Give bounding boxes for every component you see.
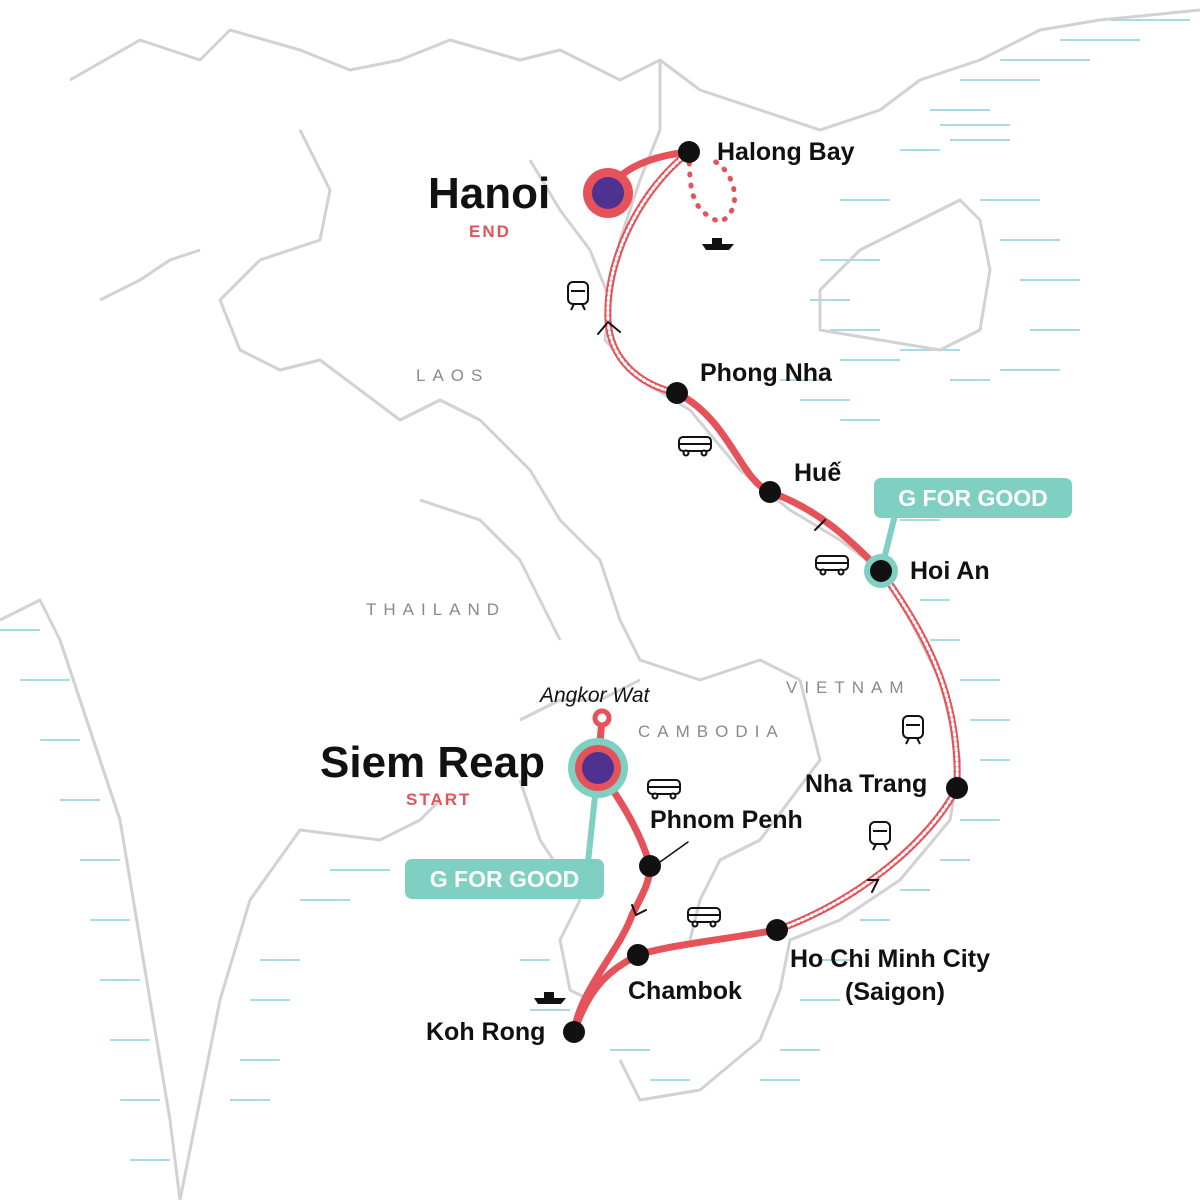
gforgood-badge-hoian: G FOR GOOD: [874, 478, 1072, 518]
siem-reap-start-tag: START: [406, 790, 472, 809]
hoian-marker: [870, 560, 892, 582]
bus-icon: [815, 555, 849, 576]
angkor-marker: [592, 708, 612, 728]
hanoi-end-tag: END: [469, 222, 511, 241]
angkor-label: Angkor Wat: [540, 684, 650, 707]
nhatrang-label: Nha Trang: [805, 770, 928, 798]
route-train-south: [773, 567, 961, 934]
hcmc-alt-label: (Saigon): [845, 978, 945, 1006]
train-icon: [567, 281, 589, 311]
route: [570, 148, 961, 1036]
train-icon: [902, 715, 924, 745]
boat-icon: [702, 238, 734, 250]
halong-marker: [678, 141, 700, 163]
kohrong-label: Koh Rong: [426, 1018, 546, 1046]
train-icon: [869, 821, 891, 851]
bus-icon: [678, 436, 712, 457]
phongnha-label: Phong Nha: [700, 359, 832, 387]
water-hatching: [0, 19, 1190, 1161]
country-vietnam: VIETNAM: [786, 678, 911, 697]
siemreap-marker: [582, 752, 614, 784]
hanoi-marker: [592, 177, 624, 209]
phnompenh-label: Phnom Penh: [650, 806, 803, 834]
hoian-label: Hoi An: [910, 557, 990, 585]
direction-arrows: [597, 320, 880, 917]
country-cambodia: CAMBODIA: [638, 722, 785, 741]
chambok-label: Chambok: [628, 977, 742, 1005]
gforgood-badge-siemreap: G FOR GOOD: [405, 859, 604, 899]
country-laos: LAOS: [416, 366, 490, 385]
country-thailand: THAILAND: [366, 600, 507, 619]
transport-icons: [534, 238, 924, 1004]
bus-icon: [687, 907, 721, 928]
kohrong-marker: [563, 1021, 585, 1043]
phnompenh-marker: [639, 855, 661, 877]
hcmc-label: Ho Chi Minh City: [790, 945, 990, 973]
markers: [563, 141, 968, 1043]
nhatrang-marker: [946, 777, 968, 799]
halong-label: Halong Bay: [717, 138, 855, 166]
hanoi-label: Hanoi: [428, 169, 551, 218]
bus-icon: [647, 779, 681, 800]
hcmc-marker: [766, 919, 788, 941]
hue-label: Huế: [794, 459, 842, 487]
siem-reap-label: Siem Reap: [320, 738, 545, 787]
phongnha-marker: [666, 382, 688, 404]
hue-marker: [759, 481, 781, 503]
boat-icon: [534, 992, 566, 1004]
chambok-marker: [627, 944, 649, 966]
